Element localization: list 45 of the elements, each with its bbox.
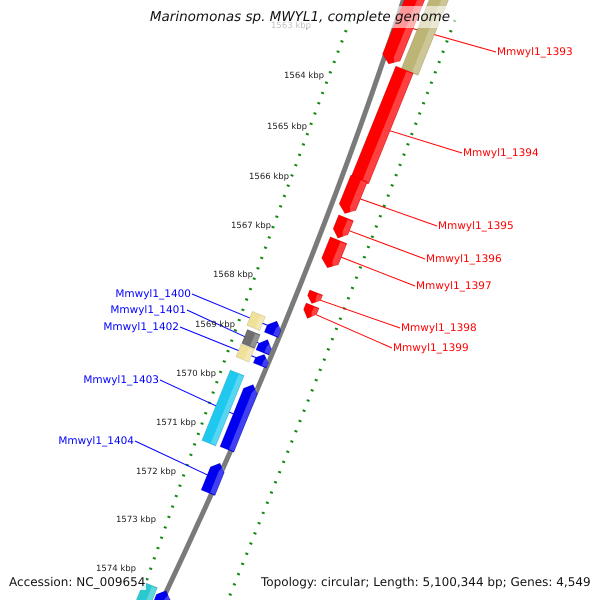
gene-label: Mmwyl1_1404 [58, 434, 134, 448]
leader-line [390, 130, 462, 154]
gene-label: Mmwyl1_1400 [115, 287, 191, 301]
leader-line [316, 314, 392, 348]
leader-line [180, 326, 256, 358]
gene-label: Mmwyl1_1402 [103, 320, 179, 334]
tick-label: 1573 kbp [116, 515, 156, 526]
gene-label: Mmwyl1_1394 [463, 146, 539, 160]
leader-line [320, 300, 400, 328]
gene-label: Mmwyl1_1396 [426, 252, 502, 266]
tick-label: 1565 kbp [267, 122, 308, 133]
leader-line [340, 256, 416, 286]
gene-label: Mmwyl1_1401 [110, 303, 186, 317]
gene-label: Mmwyl1_1395 [438, 219, 514, 233]
tick-label: 1574 kbp [96, 564, 136, 575]
gene-feature [307, 289, 324, 304]
gene-feature [332, 214, 354, 240]
gene-feature [256, 339, 272, 356]
gene-label: Mmwyl1_1397 [416, 279, 492, 293]
tick-label: 1569 kbp [195, 320, 236, 331]
gene-feature [152, 590, 171, 600]
gene-feature [264, 320, 282, 338]
leader-line [360, 198, 438, 226]
gene-label: Mmwyl1_1399 [393, 341, 469, 355]
tick-label: 1566 kbp [249, 172, 290, 183]
gene-label: Mmwyl1_1398 [401, 321, 477, 335]
footer-text: Topology: circular; Length: 5,100,344 bp; Genes: 4,549 [260, 574, 592, 590]
tick-label: 1567 kbp [231, 221, 272, 232]
leader-line [134, 440, 208, 476]
tick-label: 1568 kbp [213, 270, 254, 281]
gene-feature [200, 462, 225, 496]
gene-label: Mmwyl1_1403 [83, 373, 159, 387]
gene-feature [252, 354, 269, 369]
leader-line [349, 230, 426, 260]
tick-label: 1572 kbp [136, 467, 176, 478]
gene-feature [220, 384, 258, 453]
leader-line [192, 294, 268, 326]
tick-label: 1571 kbp [156, 418, 196, 429]
tick-label: 1564 kbp [284, 71, 324, 82]
gene-feature [303, 302, 320, 320]
footer-text: Accession: NC_009654 [8, 574, 146, 590]
tick-label: 1570 kbp [176, 369, 216, 380]
gene-label: Mmwyl1_1393 [497, 45, 573, 59]
tick-label: 1563 kbp [271, 21, 312, 32]
gene-feature [321, 236, 348, 269]
